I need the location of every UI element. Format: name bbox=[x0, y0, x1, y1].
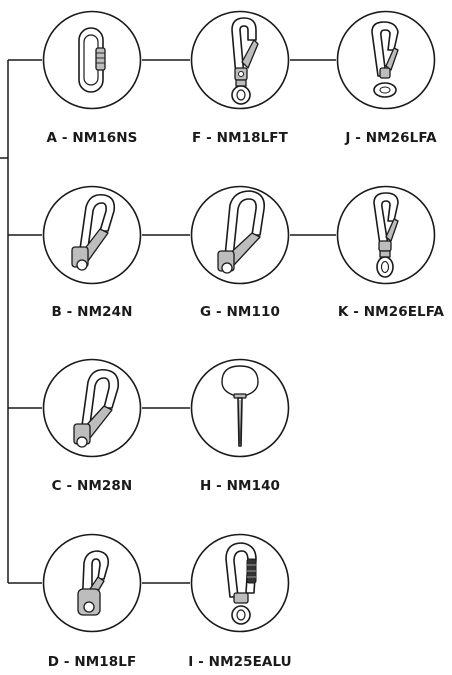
product-label: C - NM28N bbox=[51, 478, 133, 494]
product-node-b[interactable] bbox=[42, 185, 142, 285]
product-label: I - NM25EALU bbox=[188, 654, 292, 670]
locking-snap-hook-swivel-icon bbox=[190, 10, 290, 110]
product-node-g[interactable] bbox=[190, 185, 290, 285]
product-node-c[interactable] bbox=[42, 358, 142, 458]
product-node-d[interactable] bbox=[42, 533, 142, 633]
product-label: F - NM18LFT bbox=[192, 130, 288, 146]
product-label: J - NM26LFA bbox=[345, 130, 437, 146]
snap-hook-icon bbox=[42, 533, 142, 633]
scaffold-hook-icon bbox=[42, 185, 142, 285]
product-node-a[interactable] bbox=[42, 10, 142, 110]
product-label: B - NM24N bbox=[51, 304, 133, 320]
oval-screwgate-carabiner-icon bbox=[42, 10, 142, 110]
product-label: D - NM18LF bbox=[47, 654, 137, 670]
product-node-k[interactable] bbox=[336, 185, 436, 285]
scaffold-hook-icon bbox=[42, 358, 142, 458]
product-label: A - NM16NS bbox=[46, 130, 138, 146]
product-node-h[interactable] bbox=[190, 358, 290, 458]
product-label: G - NM110 bbox=[200, 304, 280, 320]
product-node-f[interactable] bbox=[190, 10, 290, 110]
aluminium-carabiner-swivel-icon bbox=[190, 533, 290, 633]
large-scaffold-hook-icon bbox=[190, 185, 290, 285]
product-node-i[interactable] bbox=[190, 533, 290, 633]
aluminium-hook-swivel-icon bbox=[336, 10, 436, 110]
product-label: H - NM140 bbox=[199, 478, 281, 494]
product-node-j[interactable] bbox=[336, 10, 436, 110]
aluminium-hook-eye-swivel-icon bbox=[336, 185, 436, 285]
pole-strap-icon bbox=[190, 358, 290, 458]
product-label: K - NM26ELFA bbox=[337, 304, 445, 320]
